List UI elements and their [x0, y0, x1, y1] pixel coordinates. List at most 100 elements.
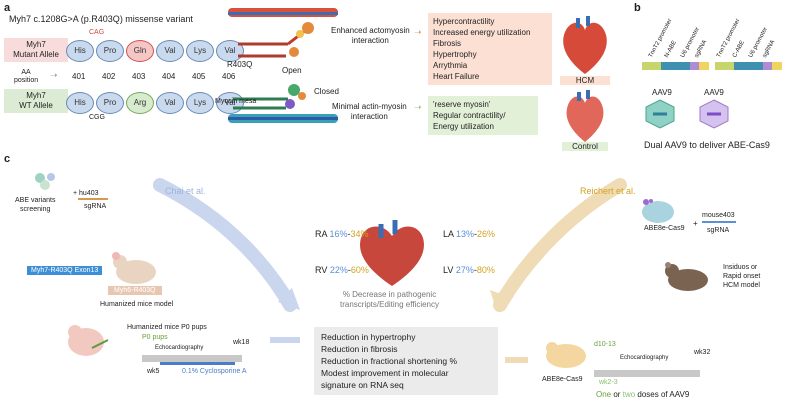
construct-label: sgRNA	[694, 39, 709, 59]
myosin-illustration	[228, 8, 338, 123]
myosin-mesa-label: Myosin mesa	[215, 98, 257, 105]
myh6-label: Myh6-R403Q	[108, 286, 162, 295]
outcome-item: Reduction in hypertrophy	[321, 332, 416, 342]
lv-stat: LV 27%-80%	[443, 265, 495, 275]
aav9-capsid-icons	[645, 99, 729, 129]
mouse-icon-right	[665, 262, 708, 291]
doses-label: One or two doses of AAV9	[596, 390, 690, 399]
chai-label: Chai et al.	[165, 186, 206, 196]
arrow-right-icon: ➝	[414, 27, 422, 37]
aa-position: 404	[162, 72, 176, 81]
aa-position: 403	[132, 72, 146, 81]
variant-title: Myh7 c.1208G>A (p.R403Q) missense varian…	[9, 14, 193, 24]
actin-filament-bottom	[228, 114, 338, 123]
aav-construct-bar	[642, 62, 783, 70]
hcm-effect: Heart Failure	[433, 72, 480, 81]
mutant-residue: Lys	[186, 40, 214, 62]
r403q-label: R403Q	[227, 60, 253, 69]
hcm-effects-list: Hypercontractility Increased energy util…	[428, 13, 552, 85]
pct-decrease-caption: % Decrease in pathogenic transcripts/Edi…	[340, 290, 440, 309]
cyclosporine-bar	[160, 362, 235, 365]
dual-aav9-caption: Dual AAV9 to deliver ABE-Cas9	[644, 140, 770, 150]
sgrna-line-right	[702, 221, 736, 223]
hcm-effect: Fibrosis	[433, 39, 462, 48]
mutant-residue: His	[66, 40, 94, 62]
mutant-residue: Val	[156, 40, 184, 62]
aa-position: 405	[192, 72, 206, 81]
echo-label-right: Echocardiography	[620, 355, 669, 361]
abe8e-label-top: ABE8e-Cas9	[644, 225, 685, 232]
mouse-icon	[112, 252, 156, 284]
hu403-label: + hu403	[73, 190, 99, 197]
myosin-heads-open	[238, 22, 314, 58]
wk2-label: wk2-3	[599, 379, 618, 386]
abe8e-cas9-icon	[642, 199, 674, 223]
control-effect: Energy utilization	[433, 122, 494, 131]
aa-position: 406	[222, 72, 236, 81]
enhanced-interaction-label: Enhanced actomyosin interaction	[331, 26, 410, 45]
aa-position: 402	[102, 72, 116, 81]
wk18-label: wk18	[233, 339, 250, 346]
control-heart-icon	[566, 90, 604, 142]
aav9-label-left: AAV9	[652, 88, 672, 97]
closed-label: Closed	[314, 87, 339, 96]
aa-position: 401	[72, 72, 86, 81]
construct-label: N-ABE	[664, 39, 678, 59]
panel-a-label: a	[4, 2, 11, 14]
plus-label: +	[693, 219, 698, 228]
myosin-heads-closed	[233, 84, 306, 110]
mutant-allele-label: Myh7 Mutant Allele	[4, 38, 68, 62]
rv-stat: RV 22%-60%	[315, 265, 369, 275]
wt-residue: Pro	[96, 92, 124, 114]
hcm-effect: Increased energy utilization	[433, 28, 531, 37]
panel-c-label: c	[4, 153, 11, 165]
workflow-arrows	[153, 178, 627, 363]
pup-icon	[68, 325, 109, 356]
hcm-effect: Hypertrophy	[433, 50, 477, 59]
pup-icon-right	[546, 342, 586, 368]
sgrna-label-right: sgRNA	[707, 227, 730, 234]
timeline-left	[142, 355, 242, 362]
actin-filament-top	[228, 8, 338, 17]
outcome-item: Reduction in fibrosis	[321, 344, 398, 354]
wt-residue: Lys	[186, 92, 214, 114]
control-label: Control	[562, 142, 608, 151]
control-effects-list: 'reserve myosin' Regular contractility/ …	[428, 96, 538, 135]
wt-allele-label: Myh7 WT Allele	[4, 89, 68, 113]
abe8e-label-bottom: ABE8e-Cas9	[542, 376, 583, 383]
cyclosporine-label: 0.1% Cyclosporine A	[182, 368, 247, 375]
hcm-label: HCM	[560, 76, 610, 85]
p0-pups-label: P0 pups	[142, 334, 168, 341]
wt-residue: Arg	[126, 92, 154, 114]
humanized-model-label: Humanized mice model	[100, 301, 174, 308]
sgrna-line	[78, 198, 108, 200]
aa-position-label: AA position	[14, 69, 39, 84]
reichert-label: Reichert et al.	[580, 186, 636, 196]
control-effect: 'reserve myosin'	[433, 100, 491, 109]
wt-codon: CGG	[89, 114, 105, 121]
wk5-label: wk5	[147, 368, 160, 375]
outcome-item: Modest improvement in molecular	[321, 368, 449, 378]
outcomes-box: Reduction in hypertrophy Reduction in fi…	[314, 327, 498, 395]
arrow-right-icon: ➝	[50, 70, 58, 80]
hcm-heart-icon	[563, 16, 607, 74]
sgrna-label: sgRNA	[84, 203, 107, 210]
mutant-codon: CAG	[89, 29, 105, 36]
hcm-model-description: Insiduos or Rapid onset HCM model	[723, 264, 761, 289]
abe-screening-label: ABE variants screening	[15, 197, 56, 213]
arrow-right-icon: ➝	[414, 102, 422, 112]
outcome-item: Reduction in fractional shortening %	[321, 356, 458, 366]
la-stat: LA 13%-26%	[443, 229, 496, 239]
abe-variants-icon	[35, 173, 55, 190]
heart-icon	[360, 220, 424, 286]
wt-residue: His	[66, 92, 94, 114]
wk32-label: wk32	[694, 349, 711, 356]
construct-label: C-ABE	[732, 39, 746, 59]
mouse403-label: mouse403	[702, 212, 735, 219]
mutant-residue: Gln	[126, 40, 154, 62]
aav9-label-right: AAV9	[704, 88, 724, 97]
d10-label: d10-13	[594, 341, 616, 348]
open-label: Open	[282, 66, 302, 75]
outcome-item: signature on RNA seq	[321, 380, 404, 390]
mutant-residue: Val	[216, 40, 244, 62]
